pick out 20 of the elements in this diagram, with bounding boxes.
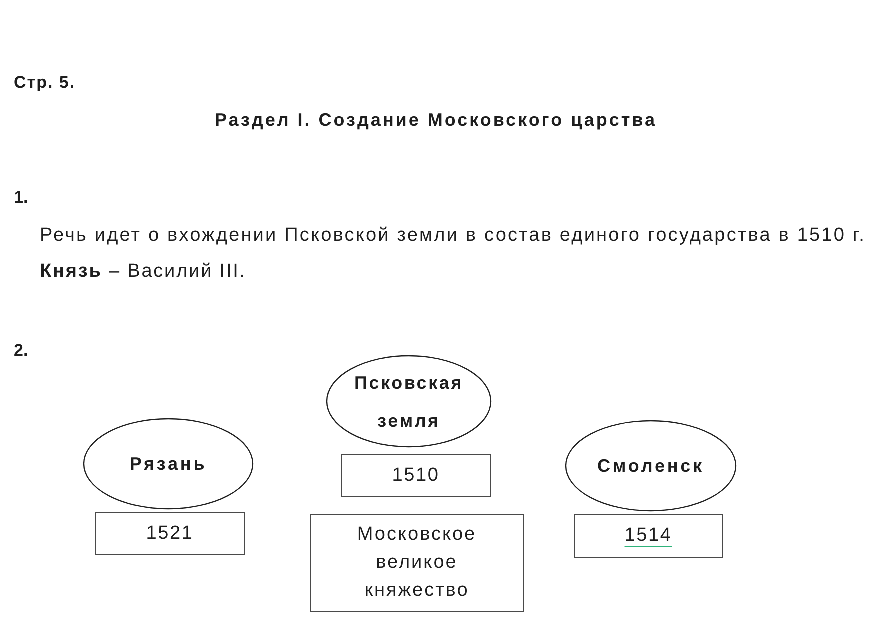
page-number: Стр. 5. <box>14 73 76 93</box>
state-name: Московское великое княжество <box>356 523 478 603</box>
year-text: 1510 <box>392 464 440 486</box>
answer-box <box>95 512 245 555</box>
answer-box <box>574 514 723 558</box>
oval-frame <box>565 420 737 512</box>
year-text: 1521 <box>146 522 194 544</box>
oval-frame <box>326 355 492 448</box>
region-name: Псковская земля <box>353 372 465 432</box>
region-name: Рязань <box>130 453 208 475</box>
region-name: Смоленск <box>598 455 704 477</box>
sentence: Речь идет о вхождении Псковской земли в состав единого государства в 1510 г. <box>40 225 866 247</box>
year-text: 1514 <box>624 525 672 547</box>
answer-box <box>310 514 524 612</box>
oval-frame <box>83 418 254 510</box>
section-heading: Раздел I. Создание Московского царства <box>214 110 658 131</box>
answer-box <box>341 454 491 497</box>
task-number: 2. <box>14 341 28 361</box>
task-number: 1. <box>14 188 28 208</box>
answer-line: Князь – Василий III. <box>40 261 246 283</box>
